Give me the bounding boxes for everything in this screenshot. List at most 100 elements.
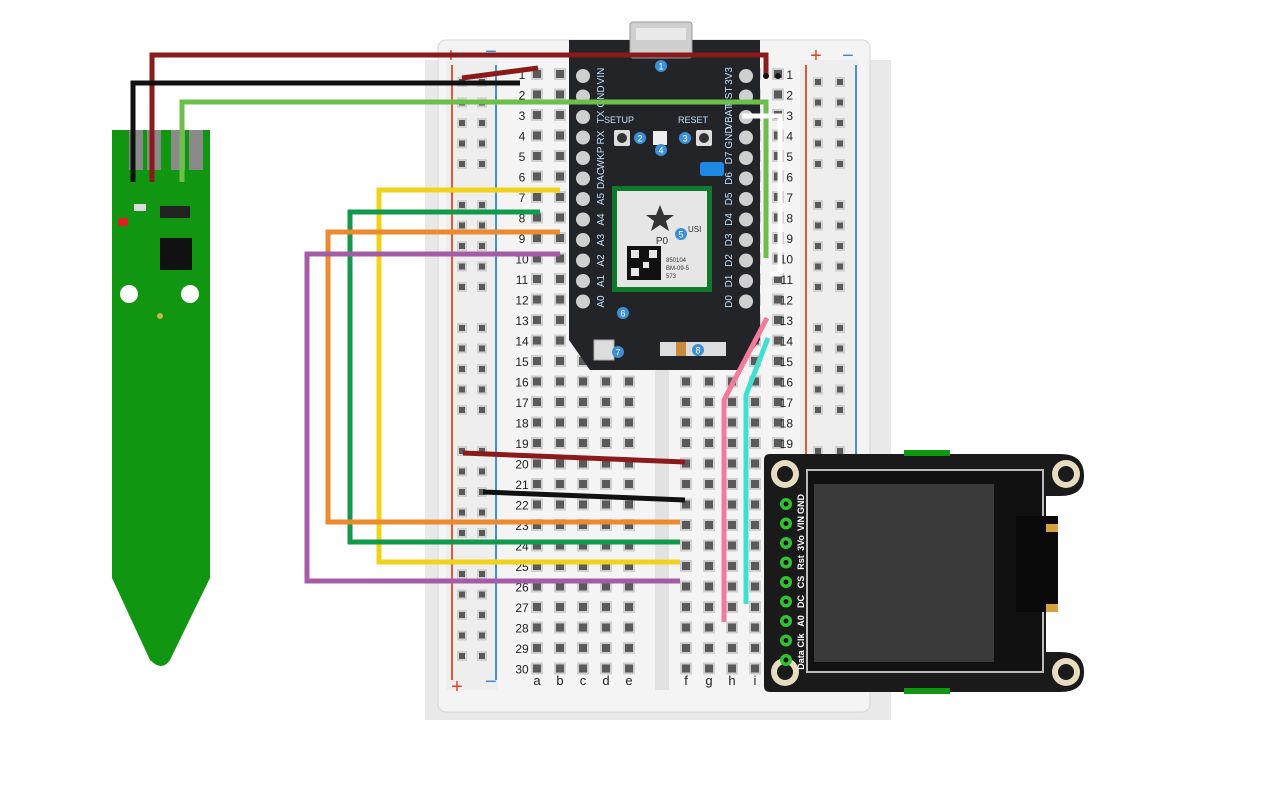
breadboard-hole bbox=[680, 560, 692, 572]
callout-number: 7 bbox=[615, 348, 620, 358]
photon-pin bbox=[576, 171, 590, 186]
photon-pin-label: A0 bbox=[596, 295, 607, 308]
breadboard-hole bbox=[554, 68, 566, 80]
rail-hole bbox=[813, 97, 823, 108]
breadboard-hole bbox=[554, 457, 566, 470]
module-line-4: BM-09-5 bbox=[666, 266, 690, 272]
breadboard-hole bbox=[531, 416, 543, 429]
breadboard-hole bbox=[531, 621, 543, 634]
breadboard-hole bbox=[554, 621, 566, 634]
black-wire-top bbox=[130, 80, 520, 182]
rail-hole bbox=[477, 589, 487, 600]
row-number-right: 11 bbox=[781, 273, 794, 287]
rail-hole bbox=[835, 405, 845, 415]
photon-pin-label: DAC bbox=[596, 168, 607, 189]
rail-hole bbox=[477, 651, 487, 661]
rail-hole bbox=[835, 384, 845, 395]
photon-pin-label: D4 bbox=[724, 213, 735, 226]
rail-hole bbox=[477, 610, 487, 620]
row-number-right: 19 bbox=[780, 437, 794, 451]
callout-badge bbox=[634, 132, 646, 144]
photon-pin-label: TX bbox=[596, 110, 607, 123]
photon-pin bbox=[576, 69, 590, 83]
breadboard-hole bbox=[772, 314, 784, 326]
photon-pin-label: GND bbox=[596, 85, 607, 107]
row-number-right: 16 bbox=[780, 376, 794, 390]
row-number-left: 17 bbox=[515, 396, 529, 410]
breadboard-hole bbox=[749, 478, 761, 490]
rail-hole bbox=[813, 138, 823, 149]
breadboard-hole bbox=[531, 662, 543, 675]
breadboard-hole bbox=[623, 662, 635, 675]
column-letter: b bbox=[556, 673, 563, 688]
module-line-5: 573 bbox=[666, 274, 677, 280]
red-wire-top bbox=[149, 52, 769, 182]
breadboard-hole bbox=[749, 519, 761, 531]
callout-number: 4 bbox=[658, 146, 663, 156]
breadboard-hole bbox=[531, 129, 543, 142]
rail-hole bbox=[457, 220, 467, 231]
callout-badge bbox=[692, 344, 704, 356]
breadboard-hole bbox=[531, 396, 543, 408]
rail-hole bbox=[457, 487, 467, 497]
display-pin-label: CS bbox=[796, 576, 806, 589]
breadboard-hole bbox=[703, 375, 715, 388]
row-number-right: 13 bbox=[780, 314, 794, 328]
breadboard-hole bbox=[703, 437, 715, 449]
row-number-left: 19 bbox=[515, 437, 529, 451]
breadboard-hole bbox=[623, 642, 635, 654]
breadboard-hole bbox=[623, 478, 635, 490]
row-number-left: 6 bbox=[519, 171, 526, 185]
rail-hole bbox=[457, 651, 467, 661]
module-line-2: USI bbox=[688, 225, 701, 234]
rail-hole bbox=[477, 220, 487, 231]
callout-badge bbox=[655, 60, 667, 72]
breadboard-hole bbox=[554, 293, 566, 306]
photon-pin-label: A2 bbox=[596, 254, 607, 267]
breadboard-hole bbox=[772, 437, 784, 449]
column-letter: g bbox=[705, 673, 712, 688]
breadboard-hole bbox=[680, 642, 692, 654]
rail-plus-bottom-left: + bbox=[451, 676, 463, 698]
rail-hole bbox=[835, 77, 845, 87]
breadboard-hole bbox=[577, 478, 589, 490]
breadboard-hole bbox=[554, 662, 566, 675]
photon-pin-label: D0 bbox=[724, 295, 735, 308]
breadboard-hole bbox=[577, 437, 589, 449]
dark-green-wire bbox=[347, 209, 680, 545]
wires bbox=[130, 52, 783, 622]
rail-hole bbox=[813, 405, 823, 415]
breadboard-hole bbox=[600, 601, 612, 613]
breadboard-hole bbox=[726, 519, 738, 531]
breadboard-hole bbox=[703, 560, 715, 572]
breadboard-hole bbox=[623, 498, 635, 511]
breadboard-hole bbox=[554, 478, 566, 490]
photon-pin bbox=[739, 212, 753, 227]
breadboard-hole bbox=[703, 601, 715, 613]
rail-hole bbox=[835, 261, 845, 272]
breadboard-hole bbox=[680, 416, 692, 429]
breadboard-hole bbox=[749, 662, 761, 675]
rail-hole bbox=[813, 384, 823, 395]
row-number-left: 27 bbox=[515, 601, 529, 615]
antenna-connector-icon bbox=[593, 339, 615, 361]
photon-pin bbox=[739, 233, 753, 247]
breadboard-hole bbox=[726, 642, 738, 654]
breadboard-hole bbox=[577, 662, 589, 675]
column-letter: d bbox=[602, 673, 609, 688]
rail-hole bbox=[477, 630, 487, 641]
breadboard-hole bbox=[749, 560, 761, 572]
breadboard-hole bbox=[531, 498, 543, 511]
callout-number: 2 bbox=[637, 134, 642, 144]
breadboard-hole bbox=[772, 396, 784, 408]
breadboard-hole bbox=[554, 498, 566, 511]
rail-hole bbox=[813, 77, 823, 87]
rail-hole bbox=[835, 97, 845, 108]
rail-hole bbox=[813, 118, 823, 128]
photon-pin bbox=[739, 69, 753, 83]
breadboard-hole bbox=[600, 498, 612, 511]
callout-badge bbox=[612, 346, 624, 358]
display-pin-label: VIN bbox=[796, 516, 806, 531]
